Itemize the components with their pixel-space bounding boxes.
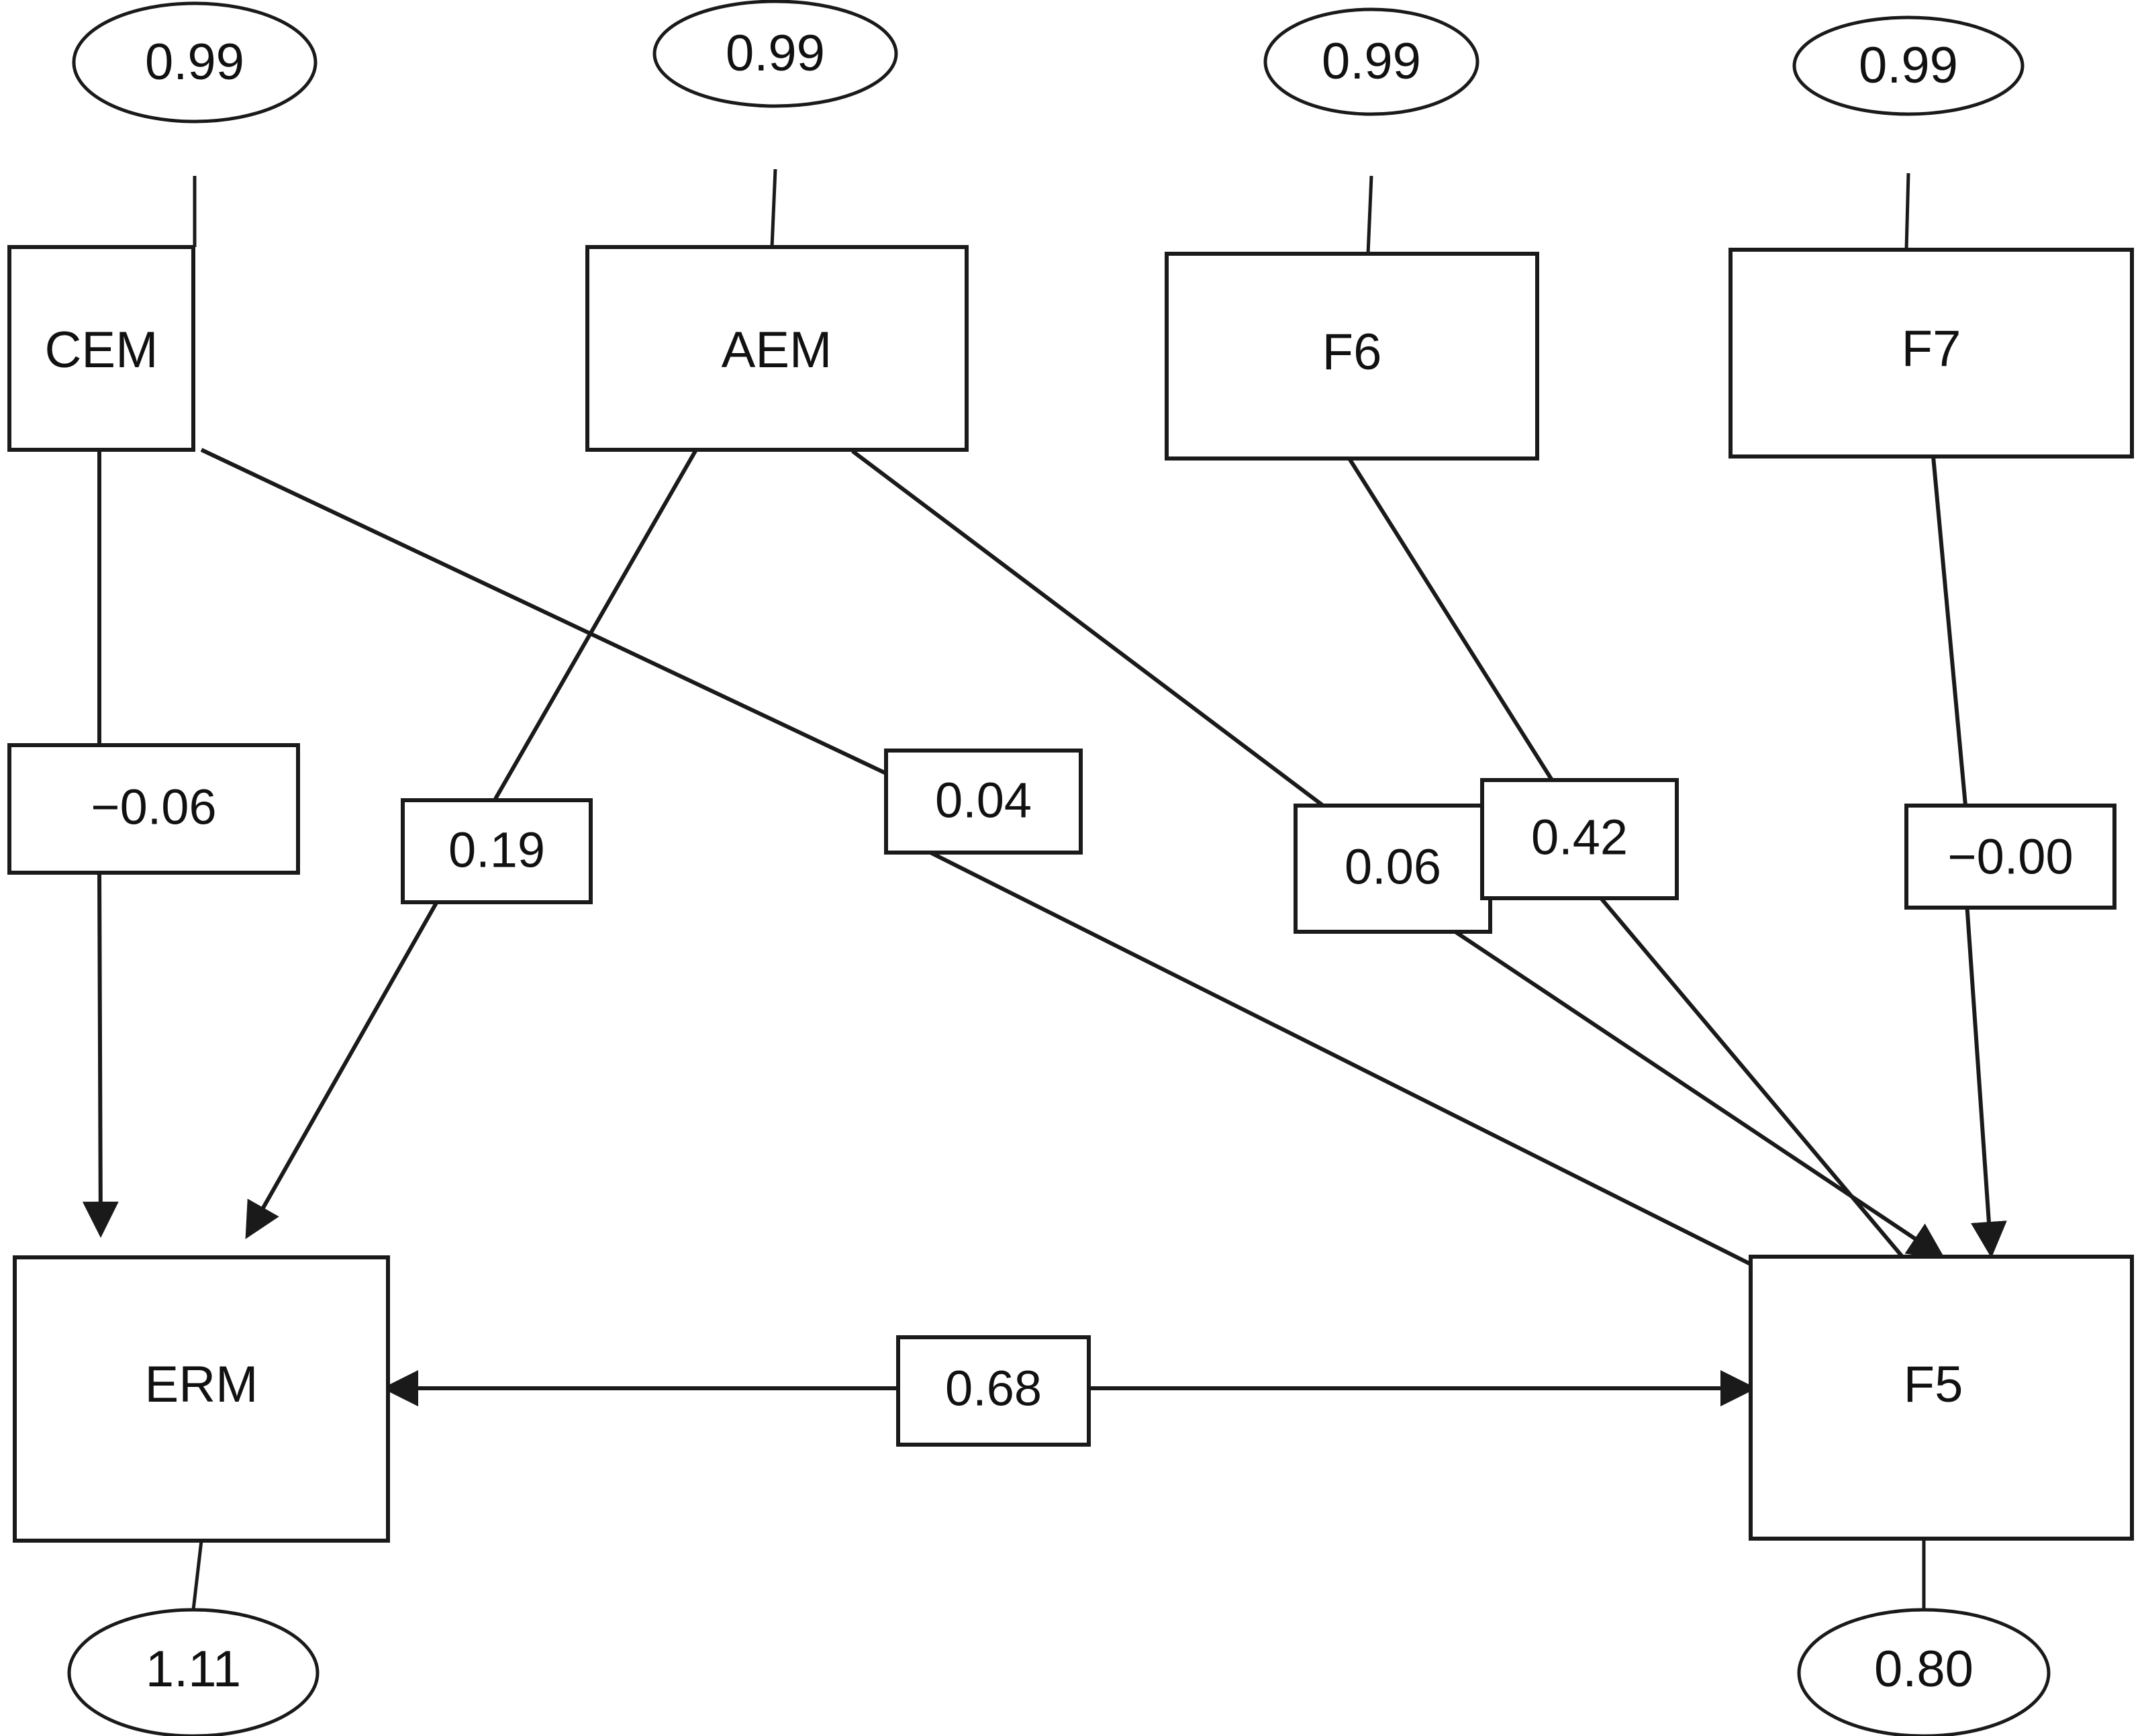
variance-ellipse-cem: 0.99 [72, 1, 318, 124]
variance-ellipse-f6: 0.99 [1263, 7, 1479, 116]
param-label-erm-f5-covariance: 0.68 [945, 1361, 1042, 1416]
node-label-f7: F7 [1902, 320, 1961, 377]
disturbance-ellipse-f5: 0.80 [1797, 1608, 2051, 1736]
node-box-f7[interactable]: F7 [1729, 248, 2134, 459]
connector-f6-variance [1366, 175, 1373, 254]
param-label-aem-f5: 0.06 [1345, 839, 1441, 895]
param-box-aem-f5: 0.06 [1294, 804, 1492, 934]
variance-label-aem: 0.99 [726, 25, 825, 82]
path-cem-f5-upper [200, 448, 887, 775]
path-cem-f5-lower [926, 849, 1897, 1338]
param-label-cem-erm: −0.06 [91, 779, 216, 835]
connector-aem-variance [770, 168, 777, 248]
path-f6-f5-upper [1347, 457, 1554, 781]
disturbance-label-f5: 0.80 [1874, 1641, 1974, 1698]
node-box-f5[interactable]: F5 [1749, 1255, 2134, 1541]
disturbance-label-erm: 1.11 [146, 1641, 241, 1698]
path-aem-f5-lower [1454, 930, 1945, 1259]
path-aem-erm-upper [493, 448, 698, 800]
connector-erm-disturbance [191, 1540, 203, 1610]
variance-label-f7: 0.99 [1859, 37, 1958, 94]
param-box-cem-erm: −0.06 [7, 743, 300, 875]
variance-ellipse-f7: 0.99 [1792, 15, 2025, 116]
connector-f7-variance [1904, 173, 1910, 250]
path-aem-erm-lower [245, 902, 438, 1239]
param-label-f7-f5: −0.00 [1947, 829, 2073, 885]
node-label-aem: AEM [722, 322, 832, 379]
variance-label-cem: 0.99 [145, 34, 244, 91]
node-box-aem[interactable]: AEM [585, 245, 969, 452]
disturbance-ellipse-erm: 1.11 [67, 1608, 320, 1736]
param-box-f7-f5: −0.00 [1904, 804, 2116, 910]
node-box-erm[interactable]: ERM [13, 1255, 390, 1543]
variance-ellipse-aem: 0.99 [652, 0, 898, 108]
param-box-aem-erm: 0.19 [401, 798, 593, 904]
param-box-f6-f5: 0.42 [1480, 778, 1679, 900]
node-label-erm: ERM [145, 1356, 258, 1413]
path-cem-erm-lower [82, 870, 119, 1238]
node-label-f5: F5 [1904, 1356, 1963, 1413]
param-label-aem-erm: 0.19 [448, 822, 545, 878]
param-label-cem-f5: 0.04 [935, 773, 1032, 828]
path-f7-f5-upper [1931, 456, 1967, 806]
variance-label-f6: 0.99 [1322, 33, 1421, 90]
path-aem-f5-upper [851, 449, 1327, 810]
node-box-cem[interactable]: CEM [7, 245, 195, 452]
path-f7-f5-lower [1965, 902, 2007, 1258]
node-box-f6[interactable]: F6 [1165, 252, 1539, 461]
param-box-erm-f5-covariance: 0.68 [896, 1335, 1091, 1447]
node-label-f6: F6 [1322, 324, 1382, 381]
param-label-f6-f5: 0.42 [1531, 810, 1628, 865]
node-label-cem: CEM [45, 322, 158, 379]
param-box-cem-f5: 0.04 [884, 749, 1083, 855]
